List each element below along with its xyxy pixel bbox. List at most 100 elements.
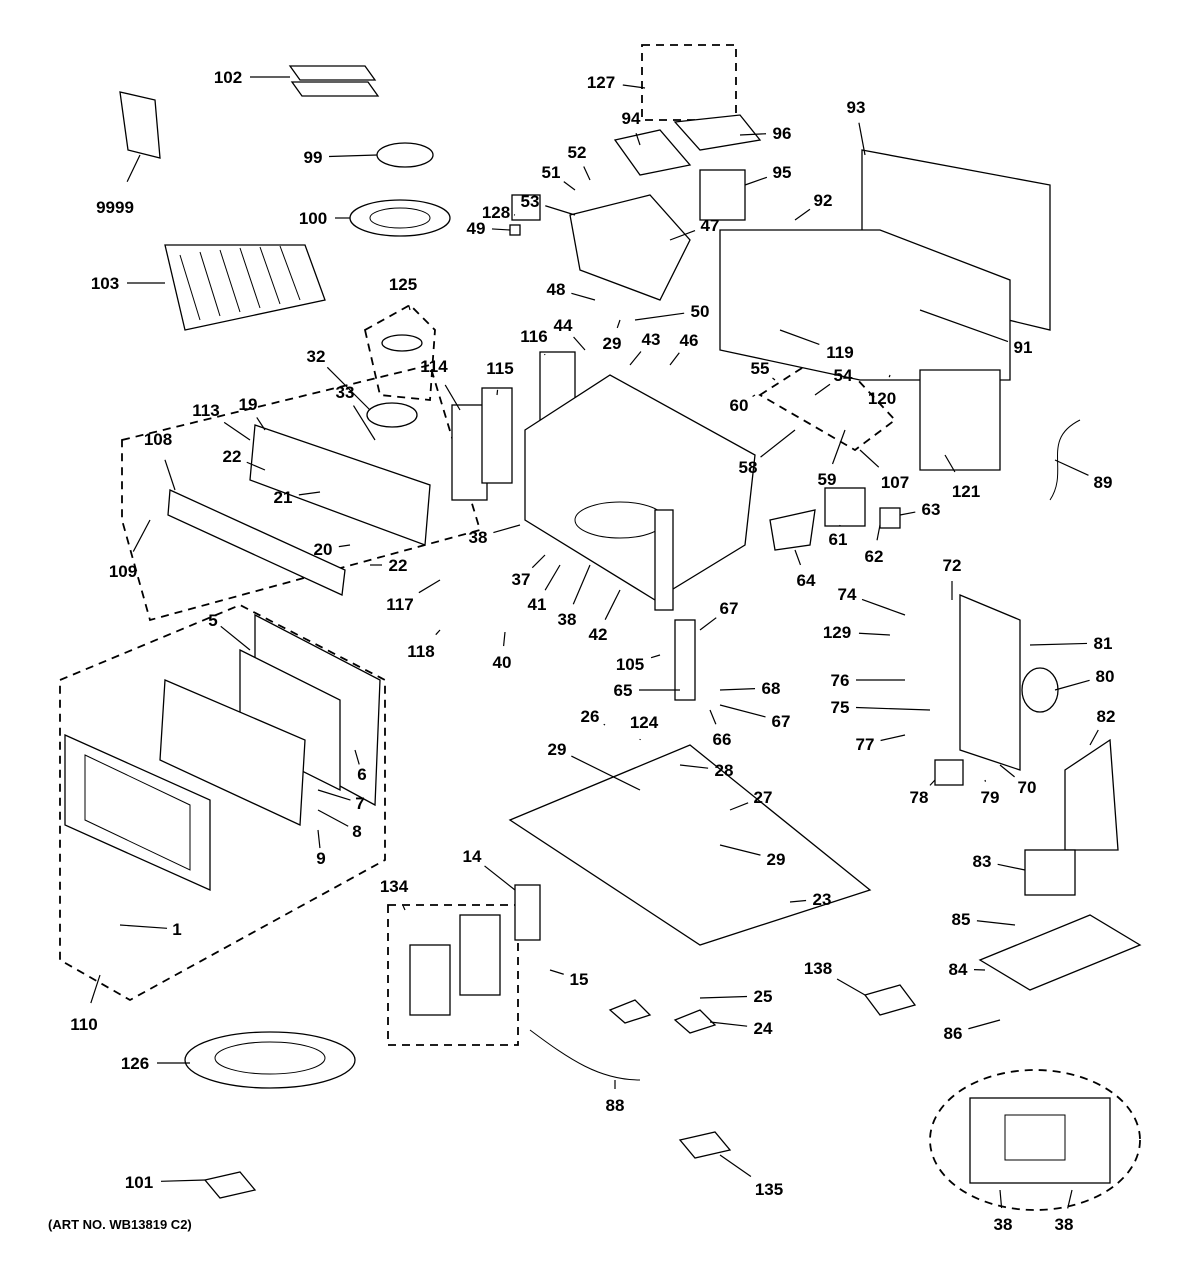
callout-58: 58 [739,458,758,477]
transformer [1024,849,1076,896]
filter-102 [288,65,377,81]
callout-8: 8 [352,822,361,841]
leader-line-38 [572,564,591,605]
group-boundary-125 [363,303,436,401]
power-cord [1049,419,1081,501]
callout-20: 20 [314,540,333,559]
leader-line-15 [549,969,564,975]
leader-line-94 [635,132,641,146]
callout-64: 64 [797,571,816,590]
leader-line-38 [493,524,521,534]
callout-89: 89 [1094,473,1113,492]
leader-line-127 [622,84,646,89]
callout-116: 116 [520,327,547,346]
leader-line-121 [944,454,956,473]
leader-line-64 [794,549,802,566]
callout-119: 119 [826,343,853,362]
callout-129: 129 [823,623,851,642]
top-plate [719,229,1011,381]
callout-107: 107 [881,473,909,492]
callout-91: 91 [1014,338,1033,357]
callout-1: 1 [172,920,181,939]
leader-line-66 [709,709,717,725]
callout-102: 102 [214,68,242,87]
callout-47: 47 [701,216,720,235]
manual-envelope [119,91,161,159]
callout-51: 51 [542,163,561,182]
leader-line-26 [603,723,606,726]
callout-114: 114 [420,357,448,376]
callout-120: 120 [868,389,896,408]
callout-86: 86 [944,1024,963,1043]
leader-line-58 [760,429,796,458]
callout-27: 27 [754,788,773,807]
callout-61: 61 [829,530,848,549]
bottom-plate [508,744,872,946]
leader-line-21 [298,491,321,496]
leader-line-67 [719,704,766,718]
callout-65: 65 [614,681,633,700]
callout-60: 60 [730,396,749,415]
door-front [64,733,211,892]
leader-line-108 [164,459,176,491]
leader-line-91 [919,309,1009,343]
leader-line-7 [317,789,351,801]
callout-52: 52 [568,143,587,162]
callout-82: 82 [1097,707,1116,726]
leader-line-49 [491,228,511,231]
part-96 [673,114,762,151]
callout-6: 6 [357,765,366,784]
callout-95: 95 [773,163,792,182]
callout-38: 38 [1055,1215,1074,1234]
callout-29: 29 [548,740,567,759]
leader-line-135 [719,1154,752,1177]
latch-65 [674,619,696,701]
leader-line-59 [831,429,846,465]
callout-115: 115 [486,359,513,378]
leader-line-99 [328,154,378,158]
group-boundary-bottom-detail [929,1069,1141,1211]
leader-line-55 [772,377,776,381]
leader-line-8 [317,809,349,827]
callout-55: 55 [751,359,770,378]
callout-79: 79 [981,788,1000,807]
leader-line-80 [1054,679,1090,691]
fan-bracket-70 [959,594,1021,771]
magnetron [824,487,866,527]
callout-125: 125 [389,275,417,294]
callout-109: 109 [109,562,137,581]
rack [164,244,326,331]
leader-line-89 [1054,459,1089,476]
leader-line-28 [679,764,709,769]
part-114 [451,404,488,501]
leader-line-38 [1067,1189,1073,1209]
roller-ring [376,142,434,168]
callout-108: 108 [144,430,172,449]
leader-line-54 [814,383,831,396]
leader-line-42 [604,589,621,620]
callout-63: 63 [922,500,941,519]
leader-line-93 [858,122,866,156]
leader-lines [90,76,1099,1209]
leader-line-14 [484,865,516,891]
leader-line-77 [880,734,906,742]
leader-line-60 [752,394,756,398]
leader-line-20 [338,544,351,548]
group-boundary-127 [641,44,737,121]
callout-85: 85 [952,910,971,929]
callout-19: 19 [239,395,258,414]
callout-100: 100 [299,209,327,228]
callout-101: 101 [125,1173,153,1192]
fan-95 [699,169,746,221]
fan-blade [1021,667,1059,713]
coupler-125 [381,334,423,352]
leader-line-129 [858,632,891,636]
control-panel-trim [167,489,346,596]
callout-9: 9 [316,849,325,868]
callout-66: 66 [713,730,732,749]
callout-94: 94 [622,109,641,128]
leader-line-40 [502,631,506,647]
callout-22: 22 [223,447,242,466]
leader-line-52 [583,166,591,181]
callout-21: 21 [274,488,293,507]
